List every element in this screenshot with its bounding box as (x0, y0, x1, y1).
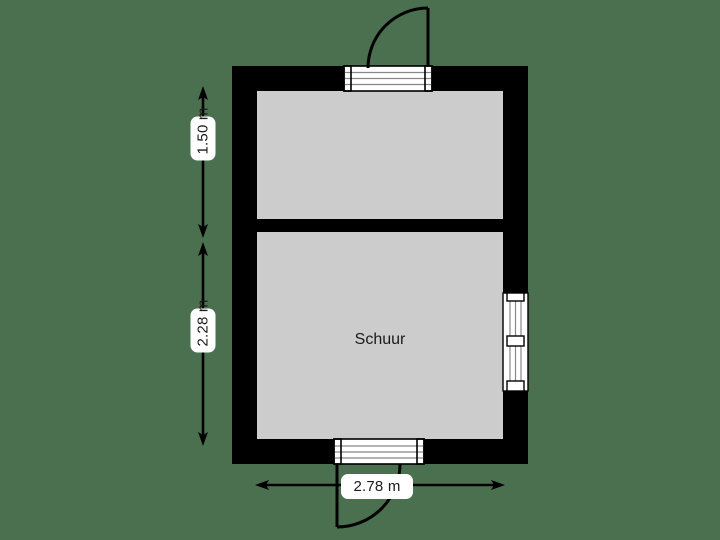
interior-dividing-wall (257, 219, 503, 232)
dimension-arrow-down-2 (198, 432, 208, 446)
top-door-swing-arc (366, 6, 429, 69)
room-floor-upper (257, 91, 503, 219)
top-door[interactable] (343, 6, 433, 92)
dimension-line-left-top (198, 86, 208, 238)
dimension-label-left-top: 1.50 m (190, 107, 216, 161)
right-window-sash-top (506, 292, 525, 302)
dimension-arrow-left (255, 480, 269, 490)
dimension-label-bottom: 2.78 m (341, 474, 413, 499)
right-window[interactable] (502, 292, 529, 392)
top-door-jamb-left (343, 65, 352, 92)
right-window-sash-middle (506, 335, 525, 347)
room-label-schuur: Schuur (354, 331, 406, 348)
dimension-arrow-up-2 (198, 242, 208, 256)
dimension-arrow-down-1 (198, 224, 208, 238)
building-walls (232, 66, 528, 464)
dimension-arrow-up-1 (198, 86, 208, 100)
bottom-door-jamb-right (416, 438, 425, 465)
room-floor-schuur (257, 232, 503, 439)
dimension-arrow-right (491, 480, 505, 490)
right-window-sash-bottom (506, 380, 525, 392)
dimension-label-left-bottom: 2.28 m (190, 299, 216, 353)
